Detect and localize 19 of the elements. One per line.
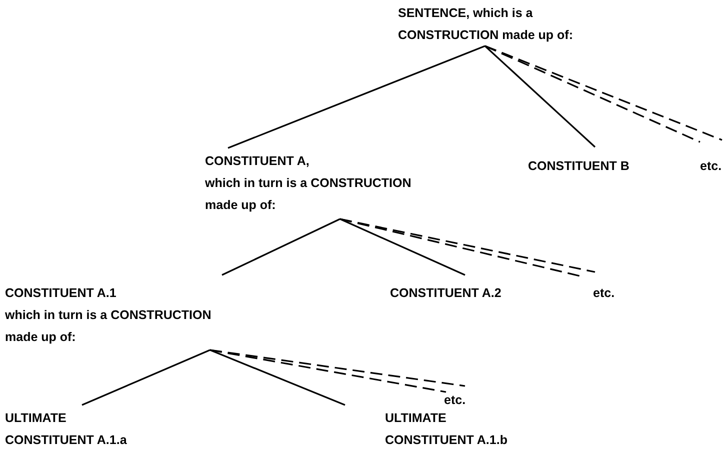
branch-line — [222, 218, 340, 276]
node-text: ULTIMATE CONSTITUENT A.1.b — [385, 410, 508, 449]
node-text: etc. — [593, 285, 616, 302]
node-text: ULTIMATE CONSTITUENT A.1.a — [5, 410, 128, 449]
node-text: which in turn is a CONSTRUCTION made up of: — [5, 307, 212, 346]
branch-line — [484, 45, 596, 148]
node-text: CONSTITUENT A, — [205, 153, 310, 170]
branch-line — [340, 218, 466, 276]
node-text: CONSTITUENT A.2 — [390, 285, 502, 302]
node-text: CONSTITUENT B — [528, 158, 630, 175]
branch-line — [228, 45, 486, 149]
branch-line — [82, 349, 210, 406]
branch-line — [210, 349, 346, 406]
node-text: etc. — [444, 392, 467, 409]
node-text: CONSTITUENT A.1 — [5, 285, 118, 302]
node-text: which in turn is a CONSTRUCTION made up of: — [205, 175, 412, 214]
dashed-branch-line — [210, 349, 446, 393]
node-text: etc. — [700, 158, 723, 175]
node-text: SENTENCE, which is a CONSTRUCTION made up of: — [398, 5, 574, 44]
